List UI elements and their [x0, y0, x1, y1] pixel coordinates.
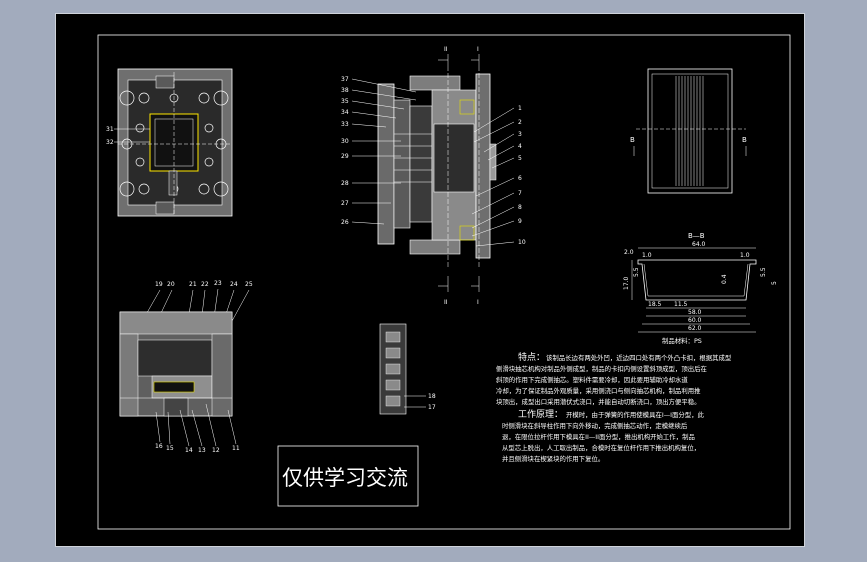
drawing-frame — [97, 34, 791, 530]
features-line-3: 斜顶的作用下完成侧抽芯。塑料件需要冷却，因此要用辅助冷却水道 — [496, 375, 688, 384]
main-label-1: 1 — [518, 105, 522, 112]
main-label-6: 6 — [518, 175, 522, 182]
lower-label-19: 19 — [155, 281, 163, 288]
lower-label-14: 14 — [185, 447, 193, 454]
lower-label-13: 13 — [198, 447, 206, 454]
main-label-27: 27 — [341, 200, 349, 207]
lower-label-22: 22 — [201, 281, 209, 288]
dim-rh: 5.5 — [760, 267, 767, 277]
main-label-26: 26 — [341, 219, 349, 226]
part-plan-view: B B — [630, 68, 747, 194]
main-label-2: 2 — [518, 119, 522, 126]
section-mark-ii-bottom: II — [444, 299, 448, 306]
main-label-7: 7 — [518, 190, 522, 197]
dim-lh: 5.5 — [633, 267, 640, 277]
principle-line-2: 时侧滑块在斜导柱作用下向外移动，完成侧抽芯动作，定模继续后 — [502, 421, 688, 430]
lower-section-view: 19 20 21 22 23 24 25 16 — [119, 280, 253, 454]
section-mark-b-left: B — [630, 136, 635, 144]
lower-label-20: 20 — [167, 281, 175, 288]
section-mark-i-bottom: I — [477, 299, 479, 306]
main-label-33: 33 — [341, 121, 349, 128]
lower-label-11: 11 — [232, 445, 240, 452]
lower-label-16: 16 — [155, 443, 163, 450]
watermark-text: 仅供学习交流 — [282, 466, 408, 490]
dim-r1: 1.0 — [740, 252, 750, 259]
plan-label-31: 31 — [106, 126, 114, 133]
main-label-10: 10 — [518, 239, 526, 246]
main-label-8: 8 — [518, 204, 522, 211]
dim-r: 5 — [771, 281, 778, 285]
dim-b2: 11.5 — [674, 301, 688, 308]
main-label-29: 29 — [341, 153, 349, 160]
lower-label-12: 12 — [212, 447, 220, 454]
lower-label-15: 15 — [166, 445, 174, 452]
main-label-35: 35 — [341, 98, 349, 105]
notes-block: 特点： 该制品长边有两处外凹，近边四口处有两个外凸卡扣，根据其成型 侧滑块抽芯机… — [496, 351, 732, 463]
lower-label-23: 23 — [214, 280, 222, 287]
mold-drawing: 31 32 II I 37 — [97, 34, 791, 530]
bb-section-view: B—B 64.0 2.0 1.0 1.0 17.0 5.5 5.5 0.4 5 … — [623, 232, 778, 345]
detail-label-18: 18 — [428, 393, 436, 400]
material-label: 制品材料：PS — [662, 336, 702, 345]
main-label-3: 3 — [518, 131, 522, 138]
watermark-box: 仅供学习交流 — [277, 445, 419, 507]
principle-heading: 工作原理： — [518, 408, 563, 420]
lower-bottom-labels: 16 15 14 13 12 11 — [155, 403, 240, 454]
detail-view: 18 17 — [379, 323, 436, 415]
features-line-5: 块顶出，成型出口采用潜伏式浇口，并能自动切断浇口，顶出方便平稳。 — [496, 397, 701, 406]
dim-ledge: 0.4 — [721, 274, 728, 284]
dim-top: 64.0 — [692, 241, 706, 248]
main-label-37: 37 — [341, 76, 349, 83]
lower-label-21: 21 — [189, 281, 197, 288]
main-left-labels: 37 38 35 34 33 30 29 28 27 26 — [341, 76, 417, 226]
principle-line-4: 从型芯上脱出，人工取出制品，合模时在复位杆作用下推出机构复位， — [502, 443, 700, 452]
main-label-34: 34 — [341, 109, 349, 116]
dim-lw: 2.0 — [624, 249, 634, 256]
main-label-5: 5 — [518, 155, 522, 162]
bb-section-title: B—B — [688, 232, 705, 240]
main-label-9: 9 — [518, 218, 522, 225]
dim-b3: 58.0 — [688, 309, 702, 316]
plan-view: 31 32 — [106, 68, 233, 217]
dim-b5: 62.0 — [688, 325, 702, 332]
features-line-4: 冷却，为了保证制品外观质量，采用侧浇口与侧向抽芯机构，制品利用推 — [496, 386, 701, 395]
main-right-labels: 1 2 3 4 5 6 7 8 9 10 — [471, 105, 526, 247]
main-label-28: 28 — [341, 180, 349, 187]
detail-label-17: 17 — [428, 404, 436, 411]
principle-line-5: 并且侧滑块在楔紧块的作用下复位。 — [502, 454, 604, 463]
main-label-30: 30 — [341, 138, 349, 145]
dim-b1: 18.5 — [648, 301, 662, 308]
section-mark-i-top: I — [477, 46, 479, 53]
main-label-4: 4 — [518, 143, 522, 150]
dim-l1: 1.0 — [642, 252, 652, 259]
main-section-view: II I 37 38 35 34 33 — [341, 46, 526, 306]
principle-line-1: 开模时，由于弹簧的作用使模具在I—I面分型，此 — [566, 410, 705, 419]
principle-line-3: 退，在限位拉杆作用下模具在II—II面分型，推出机构开始工作，制品 — [502, 432, 695, 441]
lower-label-24: 24 — [230, 281, 238, 288]
features-line-2: 侧滑块抽芯机构对制品外侧成型，制品的卡扣内侧设置斜顶成型，顶出后在 — [496, 364, 707, 373]
main-label-38: 38 — [341, 87, 349, 94]
drawing-sheet: 31 32 II I 37 — [55, 13, 805, 547]
section-mark-b-right: B — [742, 136, 747, 144]
section-mark-ii-top: II — [444, 46, 448, 53]
lower-label-25: 25 — [245, 281, 253, 288]
dim-h: 17.0 — [623, 276, 630, 290]
features-line-1: 该制品长边有两处外凹，近边四口处有两个外凸卡扣，根据其成型 — [546, 353, 732, 362]
features-heading: 特点： — [518, 351, 545, 363]
dim-b4: 60.0 — [688, 317, 702, 324]
plan-label-32: 32 — [106, 139, 114, 146]
